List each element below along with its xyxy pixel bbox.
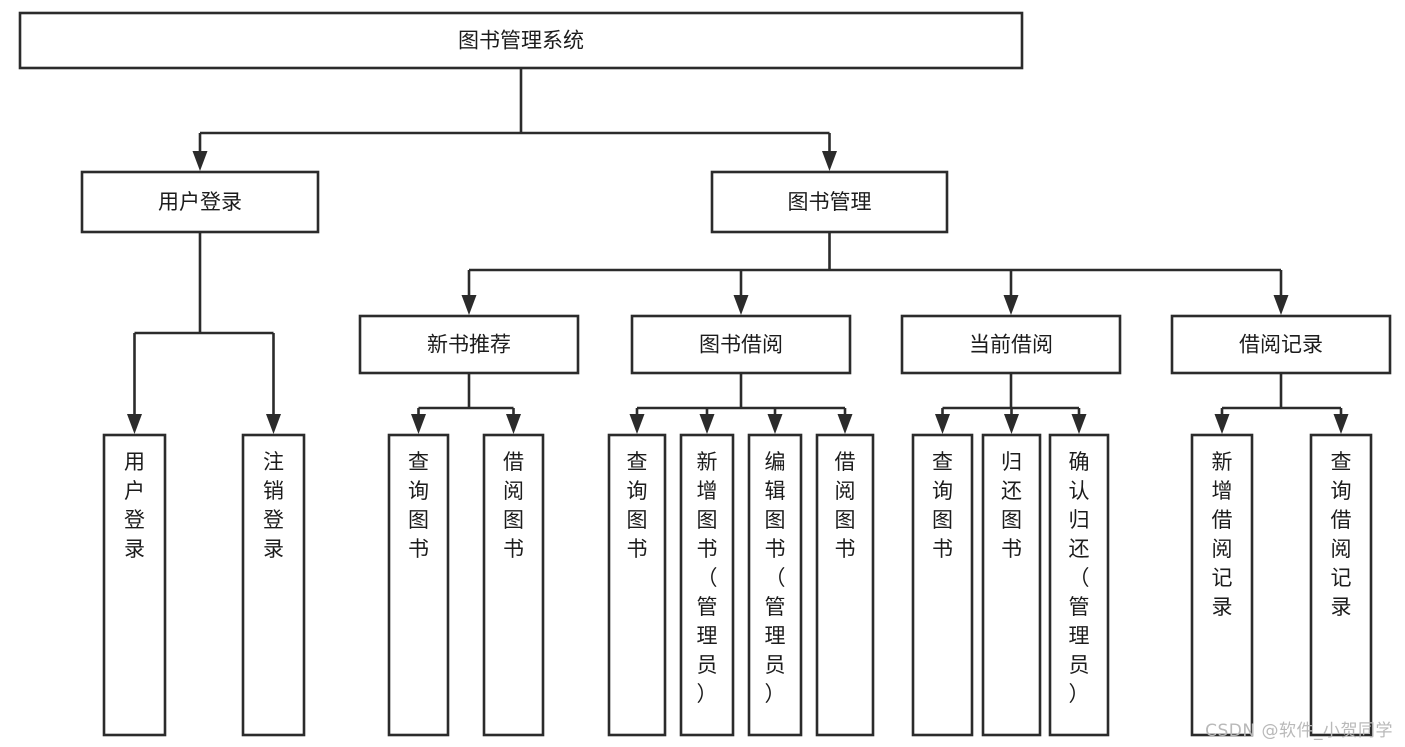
node-user-login[interactable]: 用户登录	[80, 170, 320, 234]
node-label-book-manage: 图书管理	[788, 190, 872, 214]
node-leaf-query-book-1[interactable]: 查询图书	[387, 433, 450, 737]
node-leaf-edit-book-admin[interactable]: 编辑图书（管理员）	[747, 433, 803, 737]
node-label-leaf-logout: 注销登录	[263, 450, 284, 561]
connector-group-root	[192, 68, 837, 171]
arrow-head-borrow-record	[1273, 295, 1289, 315]
node-box-current-borrow[interactable]	[900, 314, 1122, 375]
node-box-root[interactable]	[18, 11, 1024, 70]
node-box-leaf-confirm-return-admin[interactable]	[1048, 433, 1110, 737]
node-label-leaf-add-borrow-record: 新增借阅记录	[1212, 450, 1233, 619]
node-box-leaf-borrow-book-1[interactable]	[482, 433, 545, 737]
node-box-leaf-user-login[interactable]	[102, 433, 167, 737]
node-box-leaf-query-book-1[interactable]	[387, 433, 450, 737]
node-label-leaf-query-book-1: 查询图书	[408, 450, 429, 561]
node-label-leaf-edit-book-admin: 编辑图书（管理员）	[765, 450, 786, 706]
node-leaf-add-borrow-record[interactable]: 新增借阅记录	[1190, 433, 1254, 737]
arrow-head-leaf-query-book-2	[629, 414, 645, 434]
node-box-leaf-return-book[interactable]	[981, 433, 1042, 737]
arrow-head-leaf-query-borrow-record	[1333, 414, 1349, 434]
node-current-borrow[interactable]: 当前借阅	[900, 314, 1122, 375]
node-leaf-add-book-admin[interactable]: 新增图书（管理员）	[679, 433, 735, 737]
node-label-leaf-query-book-2: 查询图书	[627, 450, 648, 561]
node-label-book-borrow: 图书借阅	[699, 333, 783, 357]
arrow-head-leaf-return-book	[1004, 414, 1019, 434]
arrow-head-leaf-query-book-1	[411, 414, 426, 434]
node-label-leaf-confirm-return-admin: 确认归还（管理员）	[1069, 450, 1090, 706]
node-box-book-borrow[interactable]	[630, 314, 852, 375]
node-label-leaf-add-book-admin: 新增图书（管理员）	[697, 450, 718, 706]
node-book-manage[interactable]: 图书管理	[710, 170, 949, 234]
node-box-user-login[interactable]	[80, 170, 320, 234]
csdn-watermark: CSDN @软件_小贺同学	[1205, 721, 1393, 741]
arrow-head-leaf-logout	[266, 414, 281, 434]
arrow-head-leaf-add-book-admin	[699, 414, 715, 434]
arrow-head-leaf-confirm-return-admin	[1071, 414, 1087, 434]
node-label-leaf-query-book-3: 查询图书	[932, 450, 953, 561]
node-box-leaf-add-book-admin[interactable]	[679, 433, 735, 737]
arrow-head-leaf-borrow-book-1	[506, 414, 521, 434]
node-label-leaf-query-borrow-record: 查询借阅记录	[1331, 450, 1352, 619]
connectors-layer	[127, 68, 1349, 434]
node-box-new-book-recommend[interactable]	[358, 314, 580, 375]
node-box-leaf-add-borrow-record[interactable]	[1190, 433, 1254, 737]
nodes-layer: 图书管理系统用户登录图书管理新书推荐图书借阅当前借阅借阅记录用户登录注销登录查询…	[18, 11, 1392, 737]
arrow-head-new-book-recommend	[461, 295, 477, 315]
node-box-borrow-record[interactable]	[1170, 314, 1392, 375]
arrow-head-current-borrow	[1003, 295, 1019, 315]
node-label-leaf-user-login: 用户登录	[124, 450, 145, 561]
connector-group-user-login	[127, 232, 281, 434]
node-leaf-logout[interactable]: 注销登录	[241, 433, 306, 737]
arrow-head-leaf-add-borrow-record	[1214, 414, 1230, 434]
node-leaf-query-book-2[interactable]: 查询图书	[607, 433, 667, 737]
node-leaf-user-login[interactable]: 用户登录	[102, 433, 167, 737]
node-box-leaf-borrow-book-2[interactable]	[815, 433, 875, 737]
connector-group-new-book-recommend	[411, 373, 521, 434]
connector-group-current-borrow	[935, 373, 1087, 434]
node-leaf-borrow-book-1[interactable]: 借阅图书	[482, 433, 545, 737]
arrow-head-book-manage	[822, 151, 837, 171]
connector-group-borrow-record	[1214, 373, 1349, 434]
node-leaf-query-book-3[interactable]: 查询图书	[911, 433, 974, 737]
connector-group-book-manage	[461, 232, 1289, 315]
node-label-leaf-borrow-book-2: 借阅图书	[835, 450, 856, 561]
node-box-book-manage[interactable]	[710, 170, 949, 234]
node-label-root: 图书管理系统	[458, 29, 584, 53]
arrow-head-leaf-user-login	[127, 414, 142, 434]
node-box-leaf-query-book-3[interactable]	[911, 433, 974, 737]
node-leaf-query-borrow-record[interactable]: 查询借阅记录	[1309, 433, 1373, 737]
node-label-leaf-borrow-book-1: 借阅图书	[503, 450, 524, 561]
node-box-leaf-edit-book-admin[interactable]	[747, 433, 803, 737]
node-label-user-login: 用户登录	[158, 190, 242, 214]
node-book-borrow[interactable]: 图书借阅	[630, 314, 852, 375]
node-label-new-book-recommend: 新书推荐	[427, 333, 511, 357]
node-root[interactable]: 图书管理系统	[18, 11, 1024, 70]
node-label-leaf-return-book: 归还图书	[1001, 450, 1022, 561]
node-box-leaf-query-book-2[interactable]	[607, 433, 667, 737]
arrow-head-leaf-edit-book-admin	[767, 414, 783, 434]
arrow-head-book-borrow	[733, 295, 749, 315]
arrow-head-user-login	[192, 151, 208, 171]
node-label-borrow-record: 借阅记录	[1239, 333, 1323, 357]
arrow-head-leaf-query-book-3	[935, 414, 950, 434]
arrow-head-leaf-borrow-book-2	[837, 414, 853, 434]
node-borrow-record[interactable]: 借阅记录	[1170, 314, 1392, 375]
node-leaf-borrow-book-2[interactable]: 借阅图书	[815, 433, 875, 737]
connector-group-book-borrow	[629, 373, 853, 434]
node-leaf-confirm-return-admin[interactable]: 确认归还（管理员）	[1048, 433, 1110, 737]
node-box-leaf-logout[interactable]	[241, 433, 306, 737]
node-label-current-borrow: 当前借阅	[969, 333, 1053, 357]
node-box-leaf-query-borrow-record[interactable]	[1309, 433, 1373, 737]
node-leaf-return-book[interactable]: 归还图书	[981, 433, 1042, 737]
node-new-book-recommend[interactable]: 新书推荐	[358, 314, 580, 375]
